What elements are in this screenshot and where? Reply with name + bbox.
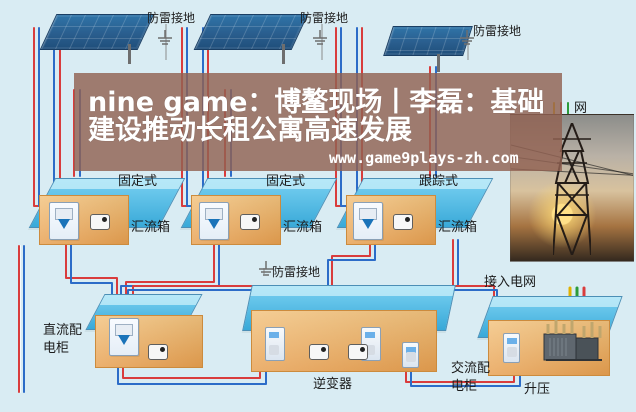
- inverter-meter-2: [348, 344, 368, 360]
- combiner-label-2: 汇流箱: [283, 220, 323, 235]
- fixed-label-1: 固定式: [118, 174, 158, 189]
- dc-cabinet-icon: [109, 318, 139, 356]
- solar-panel-fixed-1-top: [39, 14, 155, 50]
- lightning-protection-label-3: 防雷接地: [473, 24, 522, 38]
- solar-stand-2: [282, 44, 285, 64]
- booster-control-cabinet: [503, 333, 520, 363]
- combiner-label-3: 汇流箱: [438, 220, 478, 235]
- grid-label-top: 网: [574, 101, 588, 116]
- ground-icon-2: [313, 30, 327, 45]
- combiner-box-icon-2: [199, 202, 229, 240]
- combiner-meter-3: [393, 214, 413, 230]
- overlay-url: www.game9plays-zh.com: [329, 149, 519, 167]
- fixed-label-2: 固定式: [266, 174, 306, 189]
- inverter-cabinet-1: [265, 327, 285, 361]
- lightning-protection-label-2: 防雷接地: [300, 11, 349, 25]
- lightning-protection-label-1: 防雷接地: [147, 11, 196, 25]
- grid-access-label: 接入电网: [484, 275, 537, 290]
- transformer-icon: [543, 320, 602, 361]
- ground-icon-4: [259, 261, 273, 276]
- combiner-label-1: 汇流箱: [131, 220, 171, 235]
- dc-meter: [148, 344, 168, 360]
- solar-panel-fixed-2-top: [193, 14, 309, 50]
- booster-label: 升压: [524, 382, 551, 397]
- ac-cabinet-icon: [402, 342, 419, 368]
- lightning-protection-label-4: 防雷接地: [272, 265, 321, 279]
- inverter-label: 逆变器: [313, 377, 353, 392]
- combiner-meter-1: [90, 214, 110, 230]
- watermark-banner: nine game：博鳌现场丨李磊：基础建设推动长租公寓高速发展 www.gam…: [74, 73, 562, 171]
- combiner-box-icon-1: [49, 202, 79, 240]
- dc-cabinet-label: 直流配 电柜: [43, 323, 83, 356]
- inverter-meter-1: [309, 344, 329, 360]
- solar-stand-1: [128, 44, 131, 64]
- ground-icon-3: [460, 30, 474, 45]
- overlay-title: nine game：博鳌现场丨李磊：基础建设推动长租公寓高速发展: [88, 87, 545, 146]
- ac-cabinet-label: 交流配 电柜: [451, 361, 491, 394]
- ground-icon-1: [158, 30, 172, 45]
- combiner-box-icon-3: [353, 202, 383, 240]
- tracking-label: 跟踪式: [419, 174, 459, 189]
- solar-stand-3: [437, 54, 440, 72]
- combiner-meter-2: [240, 214, 260, 230]
